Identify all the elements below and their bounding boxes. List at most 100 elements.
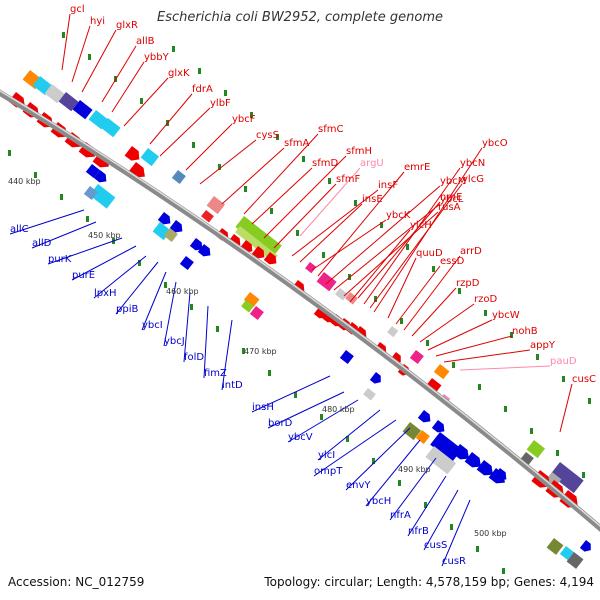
forward-gene-label-cysS: cysS [256, 130, 279, 141]
forward-gene-connector [263, 155, 347, 239]
gene-feature-block [433, 363, 450, 380]
gene-feature-block [85, 164, 100, 179]
gene-feature-block [206, 195, 226, 215]
forward-gene-connector [311, 219, 387, 271]
scale-tick [8, 150, 11, 156]
topology-label: Topology: circular; Length: 4,578,159 bp… [264, 575, 594, 589]
kbp-label: 450 kbp [88, 231, 121, 240]
scale-tick [86, 216, 89, 222]
forward-gene-label-ylbF: ylbF [210, 98, 231, 109]
kbp-label: 440 kbp [8, 177, 41, 186]
scale-tick [372, 458, 375, 464]
scale-tick [320, 414, 323, 420]
gene-feature-block [335, 288, 348, 301]
gene-feature-block [425, 446, 457, 475]
reverse-gene-connector [389, 457, 437, 521]
reverse-gene-label-ybcI: ybcI [142, 320, 163, 331]
gene-feature-block [363, 388, 376, 401]
gene-feature-block [140, 148, 160, 167]
forward-gene-connector [419, 303, 475, 343]
gene-feature-block [179, 256, 194, 271]
scale-tick [478, 384, 481, 390]
scale-tick [198, 68, 201, 74]
forward-gene-connector [435, 335, 513, 357]
forward-gene-label-cusC: cusC [572, 374, 596, 385]
scale-tick [242, 348, 245, 354]
reverse-gene-label-folD: folD [184, 352, 204, 363]
reverse-gene-label-allC: allC [10, 224, 29, 235]
reverse-gene-label-ybcV: ybcV [288, 432, 313, 443]
gene-feature-block [241, 300, 254, 313]
forward-gene-label-nohB: nohB [512, 326, 538, 337]
gene-feature-block [44, 84, 65, 104]
forward-gene-connector [387, 257, 417, 319]
reverse-gene-connector [287, 399, 359, 443]
reverse-gene-arrow [157, 212, 171, 225]
label-connector-layer [9, 13, 573, 567]
forward-gene-label-rusA: rusA [438, 202, 461, 213]
forward-gene-label-ybcK: ybcK [386, 210, 411, 221]
kbp-label: 470 kbp [244, 347, 277, 356]
forward-gene-label-arrD: arrD [460, 246, 482, 257]
reverse-gene-connector [251, 375, 331, 413]
scale-tick [294, 392, 297, 398]
gene-feature-block [402, 422, 422, 441]
reverse-gene-connector [163, 281, 177, 347]
gene-feature-block [83, 186, 98, 201]
gene-feature-block [559, 546, 574, 561]
reverse-gene-connector [115, 261, 159, 315]
forward-gene-arrow [251, 246, 265, 259]
forward-gene-label-emrE: emrE [404, 162, 430, 173]
scale-tick [88, 54, 91, 60]
reverse-gene-arrow [417, 410, 431, 423]
forward-gene-connector [71, 25, 91, 83]
forward-gene-connector [325, 185, 441, 285]
scale-tick [374, 296, 377, 302]
reverse-gene-connector [31, 221, 97, 249]
reverse-gene-arrow [431, 420, 445, 433]
reverse-gene-label-cusS: cusS [424, 540, 447, 551]
scale-tick [164, 282, 167, 288]
reverse-gene-label-ybcJ: ybcJ [164, 336, 185, 347]
scale-tick [296, 230, 299, 236]
reverse-gene-arrow [189, 238, 203, 251]
reverse-gene-label-ompT: ompT [314, 466, 343, 477]
forward-gene-connector [101, 45, 137, 103]
forward-gene-connector [403, 255, 461, 331]
gene-feature-block [546, 537, 564, 555]
forward-gene-label-appY: appY [530, 340, 556, 351]
forward-gene-connector [357, 201, 441, 299]
forward-gene-label-ybcM: ybcM [440, 176, 466, 187]
forward-gene-connector [251, 167, 313, 225]
reverse-gene-connector [267, 391, 345, 429]
reverse-gene-connector [9, 209, 85, 235]
reverse-gene-label-nfrB: nfrB [408, 526, 429, 537]
reverse-gene-label-allD: allD [32, 238, 52, 249]
pseudo-gene-connector [299, 167, 361, 237]
forward-gene-connector [273, 183, 337, 249]
gene-feature-block [235, 216, 282, 257]
forward-gene-connector [149, 93, 193, 145]
reverse-gene-arrow [476, 460, 493, 476]
reverse-gene-connector [47, 237, 123, 265]
reverse-gene-label-cusR: cusR [442, 556, 466, 567]
scale-tick [432, 266, 435, 272]
scale-tick [562, 376, 565, 382]
forward-gene-label-sfmC: sfmC [318, 124, 343, 135]
gene-feature-block [305, 262, 317, 274]
gene-feature-block [201, 210, 214, 223]
reverse-gene-label-envY: envY [346, 480, 371, 491]
forward-gene-label-gcl: gcl [70, 4, 85, 15]
reverse-gene-arrow [93, 170, 107, 183]
scale-tick [322, 252, 325, 258]
reverse-gene-label-nfrA: nfrA [390, 510, 411, 521]
reverse-gene-connector [317, 409, 381, 461]
reverse-gene-arrow [169, 220, 183, 233]
forward-gene-connector [159, 107, 211, 157]
scale-tick [250, 112, 253, 118]
forward-gene-label-hyi: hyi [90, 16, 105, 27]
reverse-gene-connector [441, 499, 471, 567]
scale-tick [400, 318, 403, 324]
scale-tick [510, 332, 513, 338]
